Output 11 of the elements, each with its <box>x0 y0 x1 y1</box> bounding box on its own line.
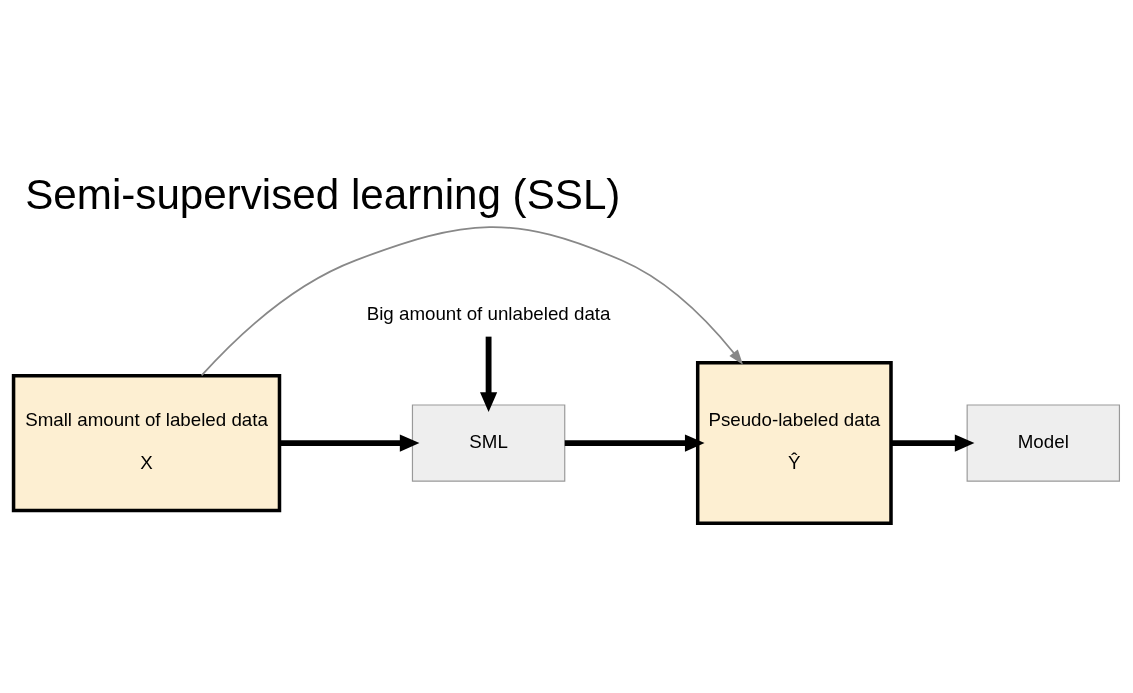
arrow <box>564 434 705 452</box>
arrow <box>480 336 498 412</box>
arrow <box>279 434 420 452</box>
node-box: Small amount of labeled data X <box>11 373 282 512</box>
arrow <box>200 225 744 376</box>
node-box: Model <box>966 403 1121 482</box>
diagram-title: Semi-supervised learning (SSL) <box>25 170 621 218</box>
arrow <box>891 434 975 452</box>
node-box: Pseudo-labeled data Ŷ <box>695 360 893 525</box>
node-box: SML <box>411 403 566 482</box>
node-text: Big amount of unlabeled data <box>366 302 611 324</box>
